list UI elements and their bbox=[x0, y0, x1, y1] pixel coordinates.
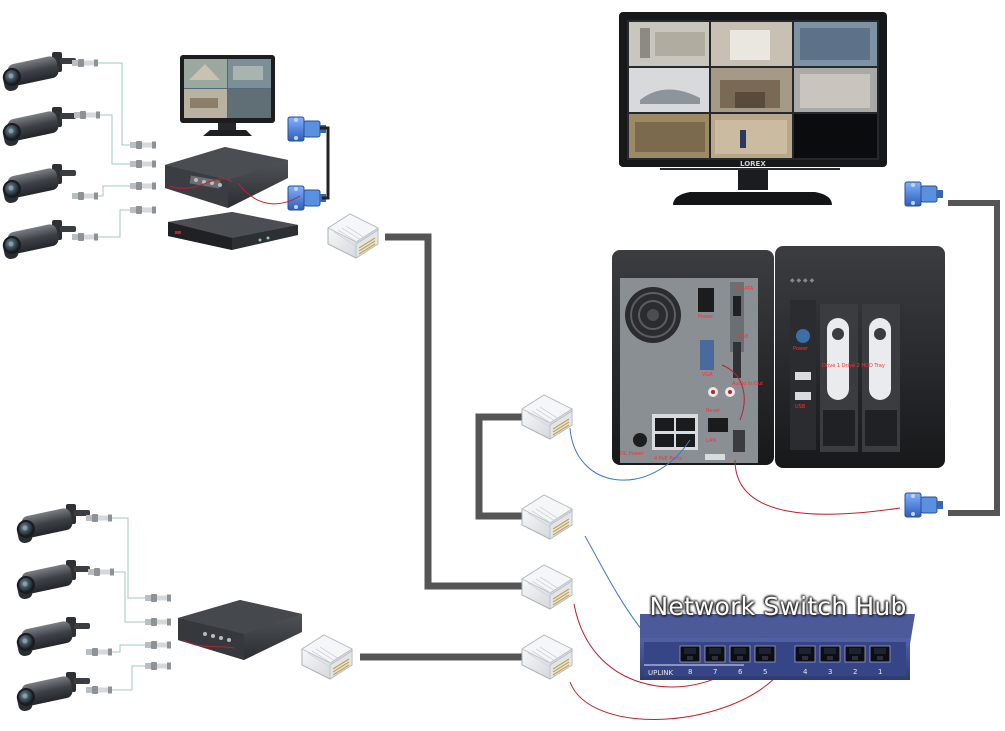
camera-icon bbox=[14, 559, 92, 602]
switch-port-number: 2 bbox=[853, 668, 857, 676]
switch-port-number: 6 bbox=[738, 668, 743, 676]
dvr-recorder-top bbox=[165, 147, 288, 208]
vga-cable-top bbox=[320, 126, 330, 200]
switch-port-number: 4 bbox=[803, 668, 808, 676]
bnc-connector-icon bbox=[145, 641, 171, 649]
blue-link-nvr-poe bbox=[569, 427, 691, 481]
nvr-label-dc: DC Power bbox=[620, 451, 645, 457]
nvr-front-label-power: Power bbox=[793, 346, 809, 352]
cable-vga-right bbox=[948, 200, 1000, 516]
camera-icon bbox=[14, 616, 92, 659]
dvr-recorder-bottom bbox=[178, 600, 302, 660]
bnc-connector-icon bbox=[72, 192, 98, 200]
camera-icon bbox=[0, 163, 78, 206]
bnc-connector-icon bbox=[130, 206, 156, 214]
bnc-connector-icon bbox=[145, 618, 171, 626]
bottom-camera-group bbox=[14, 503, 171, 714]
switch-port-number: 5 bbox=[763, 668, 767, 676]
network-switch-label: Network Switch Hub bbox=[649, 592, 907, 621]
nvr-front-label-usb: USB bbox=[795, 404, 806, 410]
bnc-connector-icon bbox=[86, 514, 112, 522]
small-monitor-icon bbox=[180, 55, 275, 136]
camera-icon bbox=[0, 51, 78, 94]
rj45-plug-icon bbox=[327, 213, 379, 259]
nvr-label-usb: USB bbox=[738, 334, 749, 340]
network-cables bbox=[360, 200, 1000, 661]
switch-port-number: 1 bbox=[878, 668, 882, 676]
svg-text:◆ ◆ ◆ ◆: ◆ ◆ ◆ ◆ bbox=[790, 277, 815, 284]
cable-loop-nvr bbox=[475, 413, 522, 520]
switch-port bbox=[794, 645, 816, 663]
switch-port-number: 8 bbox=[688, 668, 692, 676]
switch-port bbox=[844, 645, 866, 663]
switch-port bbox=[729, 645, 751, 663]
switch-port bbox=[679, 645, 701, 663]
switch-uplink-label: UPLINK bbox=[648, 669, 674, 677]
nvr-label-poe: 4 PoE Ports bbox=[654, 456, 682, 462]
camera-icon bbox=[14, 671, 92, 714]
top-camera-group bbox=[0, 51, 156, 262]
bnc-connector-icon bbox=[145, 594, 171, 602]
rj45-plug-icon bbox=[521, 494, 573, 540]
bnc-connector-icon bbox=[72, 233, 98, 241]
nvr-label-vga: VGA bbox=[702, 372, 713, 378]
red-link-nvr-lan bbox=[734, 459, 901, 515]
cable-top-dvr-to-switch bbox=[385, 233, 525, 590]
switch-port bbox=[754, 645, 776, 663]
nvr-label-esata: E-SATA bbox=[736, 286, 754, 292]
nvr-label-reset: Reset bbox=[706, 408, 720, 414]
switch-port bbox=[819, 645, 841, 663]
bnc-connector-icon bbox=[88, 568, 114, 576]
bnc-connector-icon bbox=[74, 111, 100, 119]
nvr-label-power: Power bbox=[698, 314, 714, 320]
bnc-connector-icon bbox=[86, 648, 112, 656]
network-switch-hub: UPLINK 8 7 6 5 4 3 2 1 bbox=[640, 614, 915, 680]
nvr-label-audio: Audio In/Out bbox=[732, 381, 763, 387]
large-monitor-icon: LOREX bbox=[619, 12, 887, 205]
dvr-recorder-flat bbox=[168, 212, 298, 250]
switch-port bbox=[869, 645, 891, 663]
bnc-connector-icon bbox=[130, 160, 156, 168]
monitor-brand: LOREX bbox=[740, 160, 766, 168]
switch-port-number: 3 bbox=[828, 668, 832, 676]
nvr-label-lan: LAN bbox=[706, 438, 716, 444]
bnc-connector-icon bbox=[130, 141, 156, 149]
camera-icon bbox=[14, 503, 92, 546]
bnc-connector-icon bbox=[72, 59, 98, 67]
red-signal-top-dvr bbox=[169, 178, 233, 189]
rj45-plug-icon bbox=[521, 394, 573, 440]
switch-port bbox=[704, 645, 726, 663]
rj45-plug-icon bbox=[301, 634, 353, 680]
camera-icon bbox=[0, 219, 78, 262]
nvr-rear-panel: Power E-SATA VGA USB Audio In/Out Reset … bbox=[612, 250, 774, 465]
nvr-front-panel: ◆ ◆ ◆ ◆ Power USB Drive 1 Drive 2 HDD Tr… bbox=[775, 246, 945, 468]
bnc-connector-icon bbox=[145, 662, 171, 670]
bnc-connector-icon bbox=[86, 686, 112, 694]
vga-connector-icon bbox=[287, 185, 327, 211]
red-signal-bottom-dvr bbox=[182, 639, 235, 649]
nvr-front-label-bays: Drive 1 Drive 2 HDD Tray bbox=[822, 363, 885, 369]
bnc-connector-icon bbox=[130, 182, 156, 190]
vga-connector-icon bbox=[904, 492, 944, 518]
camera-icon bbox=[0, 106, 78, 149]
vga-connector-icon bbox=[904, 181, 944, 207]
switch-port-number: 7 bbox=[713, 668, 717, 676]
rj45-plug-icon bbox=[521, 634, 573, 680]
rj45-plug-icon bbox=[521, 564, 573, 610]
red-link-plug4-to-switch bbox=[569, 677, 776, 720]
